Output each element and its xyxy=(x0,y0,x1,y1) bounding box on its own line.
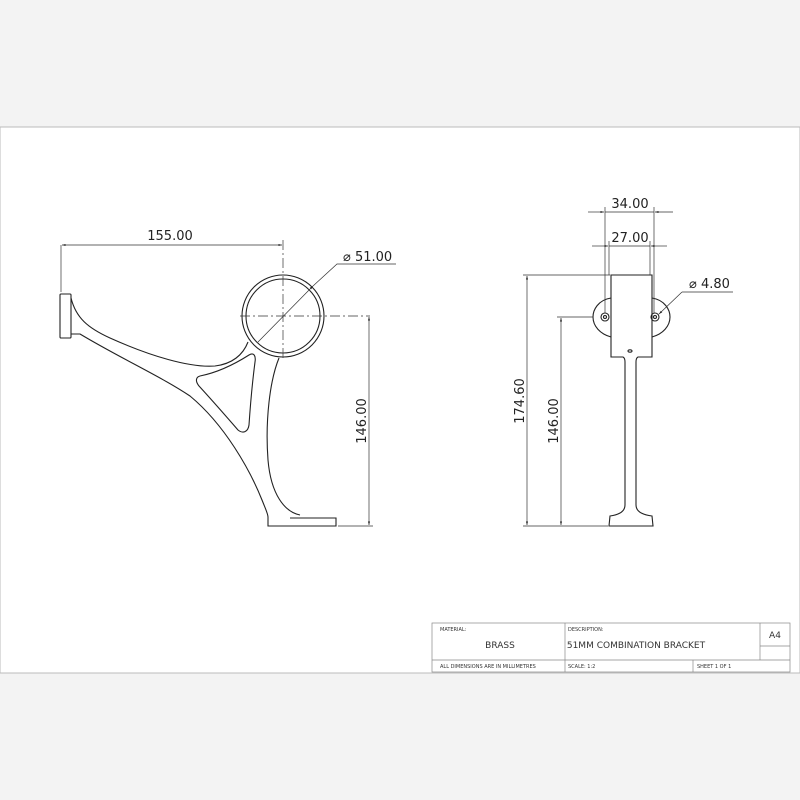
material-value: BRASS xyxy=(485,641,515,651)
lower-arm xyxy=(71,333,269,518)
front-profile xyxy=(608,274,654,527)
sheet-number: SHEET 1 OF 1 xyxy=(697,664,731,670)
triangle-hole xyxy=(195,353,256,433)
height-dimension: 146.00 xyxy=(355,398,370,444)
stem xyxy=(266,357,301,516)
description-label: DESCRIPTION: xyxy=(568,627,604,633)
sheet-border xyxy=(0,126,800,674)
hole-dimension: ⌀ 4.80 xyxy=(689,277,730,292)
scale: SCALE: 1:2 xyxy=(568,664,595,670)
title-block xyxy=(431,622,791,673)
foot xyxy=(267,517,337,527)
width-dimension: 155.00 xyxy=(147,229,193,244)
front-view: 34.00 27.00 ⌀ 4.80 174.60 146.00 xyxy=(513,197,733,527)
right-hole xyxy=(650,312,660,322)
diameter-dimension: ⌀ 51.00 xyxy=(343,250,392,265)
center-height-dimension: 146.00 xyxy=(547,398,562,444)
inner-width-dimension: 27.00 xyxy=(611,231,648,246)
wall-plate xyxy=(59,293,72,339)
units-note: ALL DIMENSIONS ARE IN MILLIMETRES xyxy=(440,664,536,670)
total-height-dimension: 174.60 xyxy=(513,378,528,424)
description-value: 51MM COMBINATION BRACKET xyxy=(567,641,706,651)
material-label: MATERIAL: xyxy=(440,627,467,633)
side-view: 155.00 ⌀ 51.00 146.00 xyxy=(59,229,396,527)
right-ear xyxy=(651,297,671,338)
upper-arm xyxy=(70,297,249,367)
outer-width-dimension: 34.00 xyxy=(611,197,648,212)
paper-size: A4 xyxy=(769,631,781,641)
